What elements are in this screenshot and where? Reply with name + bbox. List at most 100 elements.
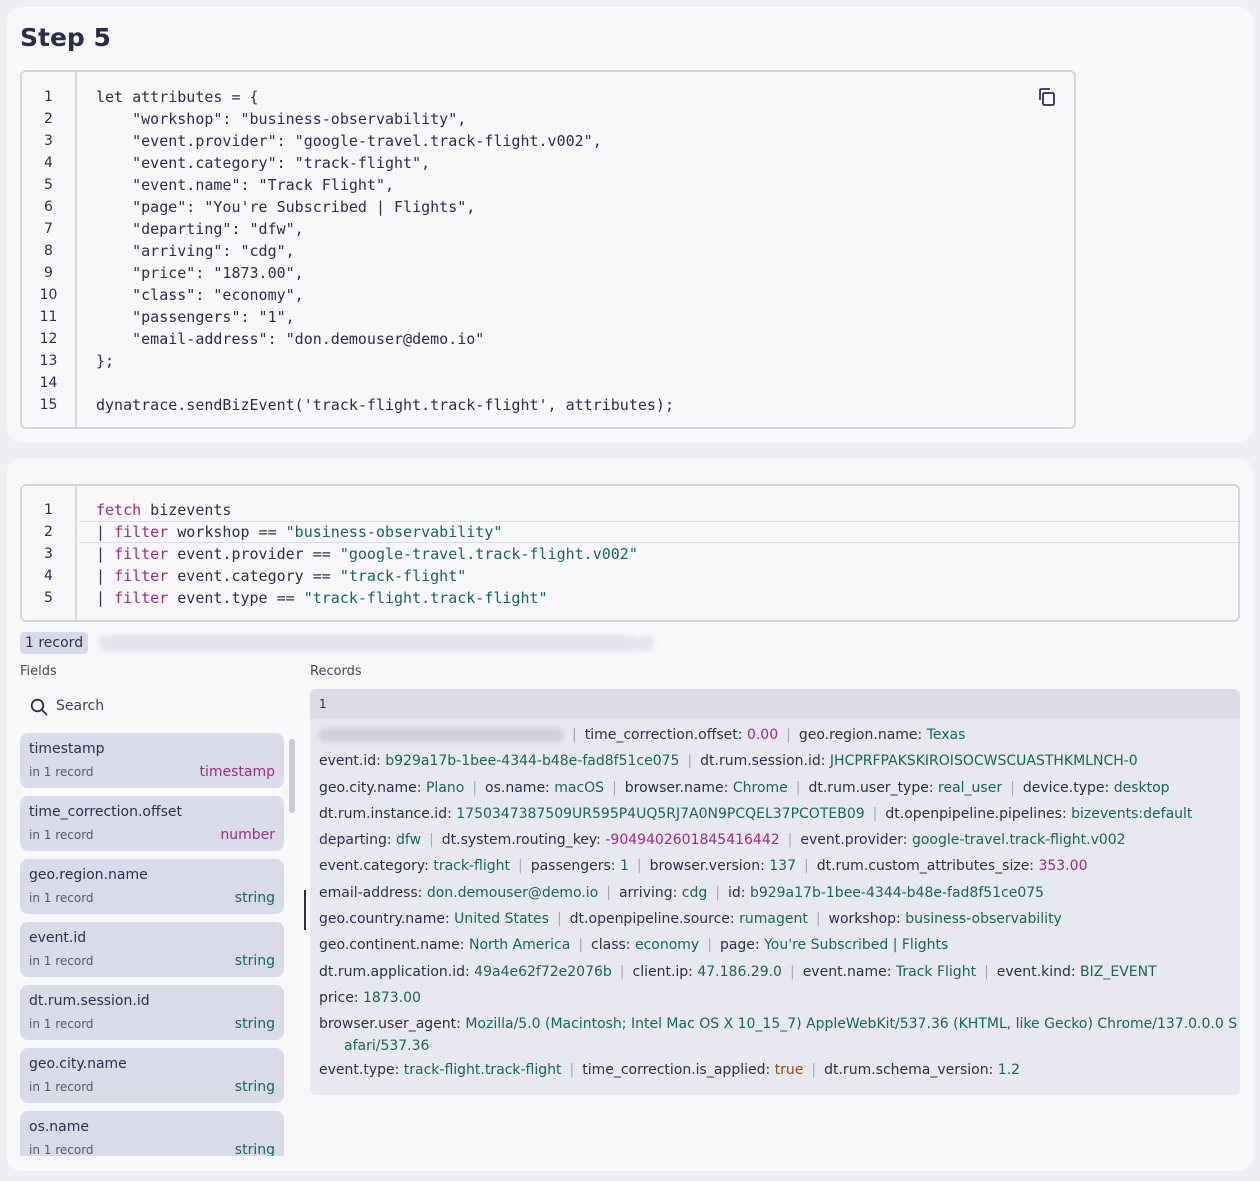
query-line: | filter event.category == "track-flight…: [96, 567, 467, 585]
field-count: in 1 record: [29, 1017, 94, 1031]
records-label: Records: [310, 664, 362, 679]
record-index: 1: [310, 689, 1240, 719]
field-type: string: [234, 1016, 275, 1032]
query-editor[interactable]: 1 2 3 4 5 fetch bizevents | filter works…: [20, 484, 1240, 622]
field-type: number: [220, 827, 275, 843]
code-line: "price": "1873.00",: [96, 264, 304, 282]
line-number: 14: [39, 375, 58, 391]
redacted-info: [99, 635, 639, 651]
records-panel: 1 |time_correction.offset: 0.00|geo.regi…: [310, 689, 1240, 1095]
line-number: 9: [44, 265, 53, 281]
line-number: 3: [44, 133, 53, 149]
code-line: "passengers": "1",: [96, 308, 295, 326]
code-line: "event.category": "track-flight",: [96, 154, 431, 172]
line-number: 8: [44, 243, 53, 259]
field-item[interactable]: event.id in 1 record string: [20, 922, 284, 977]
query-line: | filter event.type == "track-flight.tra…: [96, 589, 548, 607]
query-card: 1 2 3 4 5 fetch bizevents | filter works…: [7, 458, 1253, 1171]
field-item[interactable]: geo.region.name in 1 record string: [20, 859, 284, 914]
record-line: event.category: track-flight|passengers:…: [319, 858, 1088, 875]
line-number: 10: [39, 287, 58, 303]
field-type: timestamp: [199, 764, 275, 780]
line-number: 3: [44, 546, 53, 562]
field-type: string: [234, 1142, 275, 1156]
field-type: string: [234, 1079, 275, 1095]
panel-resize-handle[interactable]: [304, 890, 306, 930]
record-line: geo.country.name: United States|dt.openp…: [319, 911, 1062, 928]
record-line: price: 1873.00: [319, 989, 421, 1006]
line-number: 13: [39, 353, 58, 369]
search-input[interactable]: [56, 694, 276, 718]
code-line: "class": "economy",: [96, 286, 304, 304]
field-type: string: [234, 953, 275, 969]
code-line: "departing": "dfw",: [96, 220, 304, 238]
redacted-timestamp: [319, 728, 564, 742]
fields-scrollbar[interactable]: [289, 739, 295, 813]
record-line: geo.continent.name: North America|class:…: [319, 937, 949, 954]
record-line: geo.city.name: Plano|os.name: macOS|brow…: [319, 779, 1170, 796]
line-number: 4: [44, 155, 53, 171]
line-number: 5: [44, 590, 53, 606]
field-name: time_correction.offset: [29, 804, 183, 820]
query-line: | filter event.provider == "google-trave…: [96, 545, 638, 563]
field-name: os.name: [29, 1119, 90, 1135]
record-fields: |time_correction.offset: 0.00|geo.region…: [310, 719, 1240, 1084]
field-name: timestamp: [29, 741, 105, 757]
line-number-gutter: 1 2 3 4 5: [22, 486, 77, 620]
field-name: geo.city.name: [29, 1056, 127, 1072]
field-name: geo.region.name: [29, 867, 148, 883]
record-line: email-address: don.demouser@demo.io|arri…: [319, 884, 1045, 901]
code-line: "arriving": "cdg",: [96, 242, 295, 260]
record-line: |time_correction.offset: 0.00|geo.region…: [319, 722, 1231, 748]
code-line: };: [96, 352, 115, 370]
fields-label: Fields: [20, 664, 57, 679]
record-line: event.type: track-flight.track-flight|ti…: [319, 1062, 1021, 1079]
field-item[interactable]: timestamp in 1 record timestamp: [20, 733, 284, 788]
line-number: 2: [44, 111, 53, 127]
line-number: 4: [44, 568, 53, 584]
step-card: Step 5 1 2 3 4 5 6 7 8 9 10 11 12 13 14 …: [7, 7, 1253, 442]
code-snippet[interactable]: 1 2 3 4 5 6 7 8 9 10 11 12 13 14 15 let …: [20, 70, 1076, 429]
field-count: in 1 record: [29, 1080, 94, 1094]
record-count-badge: 1 record: [20, 632, 89, 654]
step-title: Step 5: [20, 23, 111, 52]
code-line: "event.provider": "google-travel.track-f…: [96, 132, 602, 150]
code-line: dynatrace.sendBizEvent('track-flight.tra…: [96, 396, 674, 414]
record-line: browser.user_agent: Mozilla/5.0 (Macinto…: [319, 1016, 1238, 1033]
record-line: departing: dfw|dt.system.routing_key: -9…: [319, 832, 1126, 849]
line-number: 15: [39, 397, 58, 413]
code-line: "workshop": "business-observability",: [96, 110, 467, 128]
line-number: 12: [39, 331, 58, 347]
field-count: in 1 record: [29, 765, 94, 779]
field-item[interactable]: os.name in 1 record string: [20, 1111, 284, 1156]
copy-icon[interactable]: [1036, 86, 1058, 108]
fields-list[interactable]: timestamp in 1 record timestamp time_cor…: [20, 733, 284, 1156]
code-line: "email-address": "don.demouser@demo.io": [96, 330, 485, 348]
line-number: 6: [44, 199, 53, 215]
line-number: 5: [44, 177, 53, 193]
line-number: 1: [44, 89, 53, 105]
record-line-continuation: afari/537.36: [344, 1038, 430, 1055]
query-lines: fetch bizevents | filter workshop == "bu…: [96, 486, 1238, 609]
field-item[interactable]: geo.city.name in 1 record string: [20, 1048, 284, 1103]
code-lines: let attributes = { "workshop": "business…: [96, 72, 1074, 416]
field-count: in 1 record: [29, 1143, 94, 1156]
field-item[interactable]: time_correction.offset in 1 record numbe…: [20, 796, 284, 851]
query-line: fetch bizevents: [96, 501, 232, 519]
active-line-highlight: [79, 521, 1238, 543]
record-line: dt.rum.instance.id: 1750347387509UR595P4…: [319, 805, 1193, 822]
code-line: [96, 372, 1074, 394]
field-item[interactable]: dt.rum.session.id in 1 record string: [20, 985, 284, 1040]
code-line: "page": "You're Subscribed | Flights",: [96, 198, 476, 216]
search-icon: [30, 698, 48, 716]
line-number: 2: [44, 524, 53, 540]
code-line: "event.name": "Track Flight",: [96, 176, 395, 194]
redacted-icon: [635, 635, 655, 651]
line-number: 1: [44, 502, 53, 518]
query-line: | filter workshop == "business-observabi…: [96, 523, 503, 541]
field-search[interactable]: [20, 691, 285, 721]
field-count: in 1 record: [29, 954, 94, 968]
field-type: string: [234, 890, 275, 906]
field-name: event.id: [29, 930, 87, 946]
line-number: 7: [44, 221, 53, 237]
